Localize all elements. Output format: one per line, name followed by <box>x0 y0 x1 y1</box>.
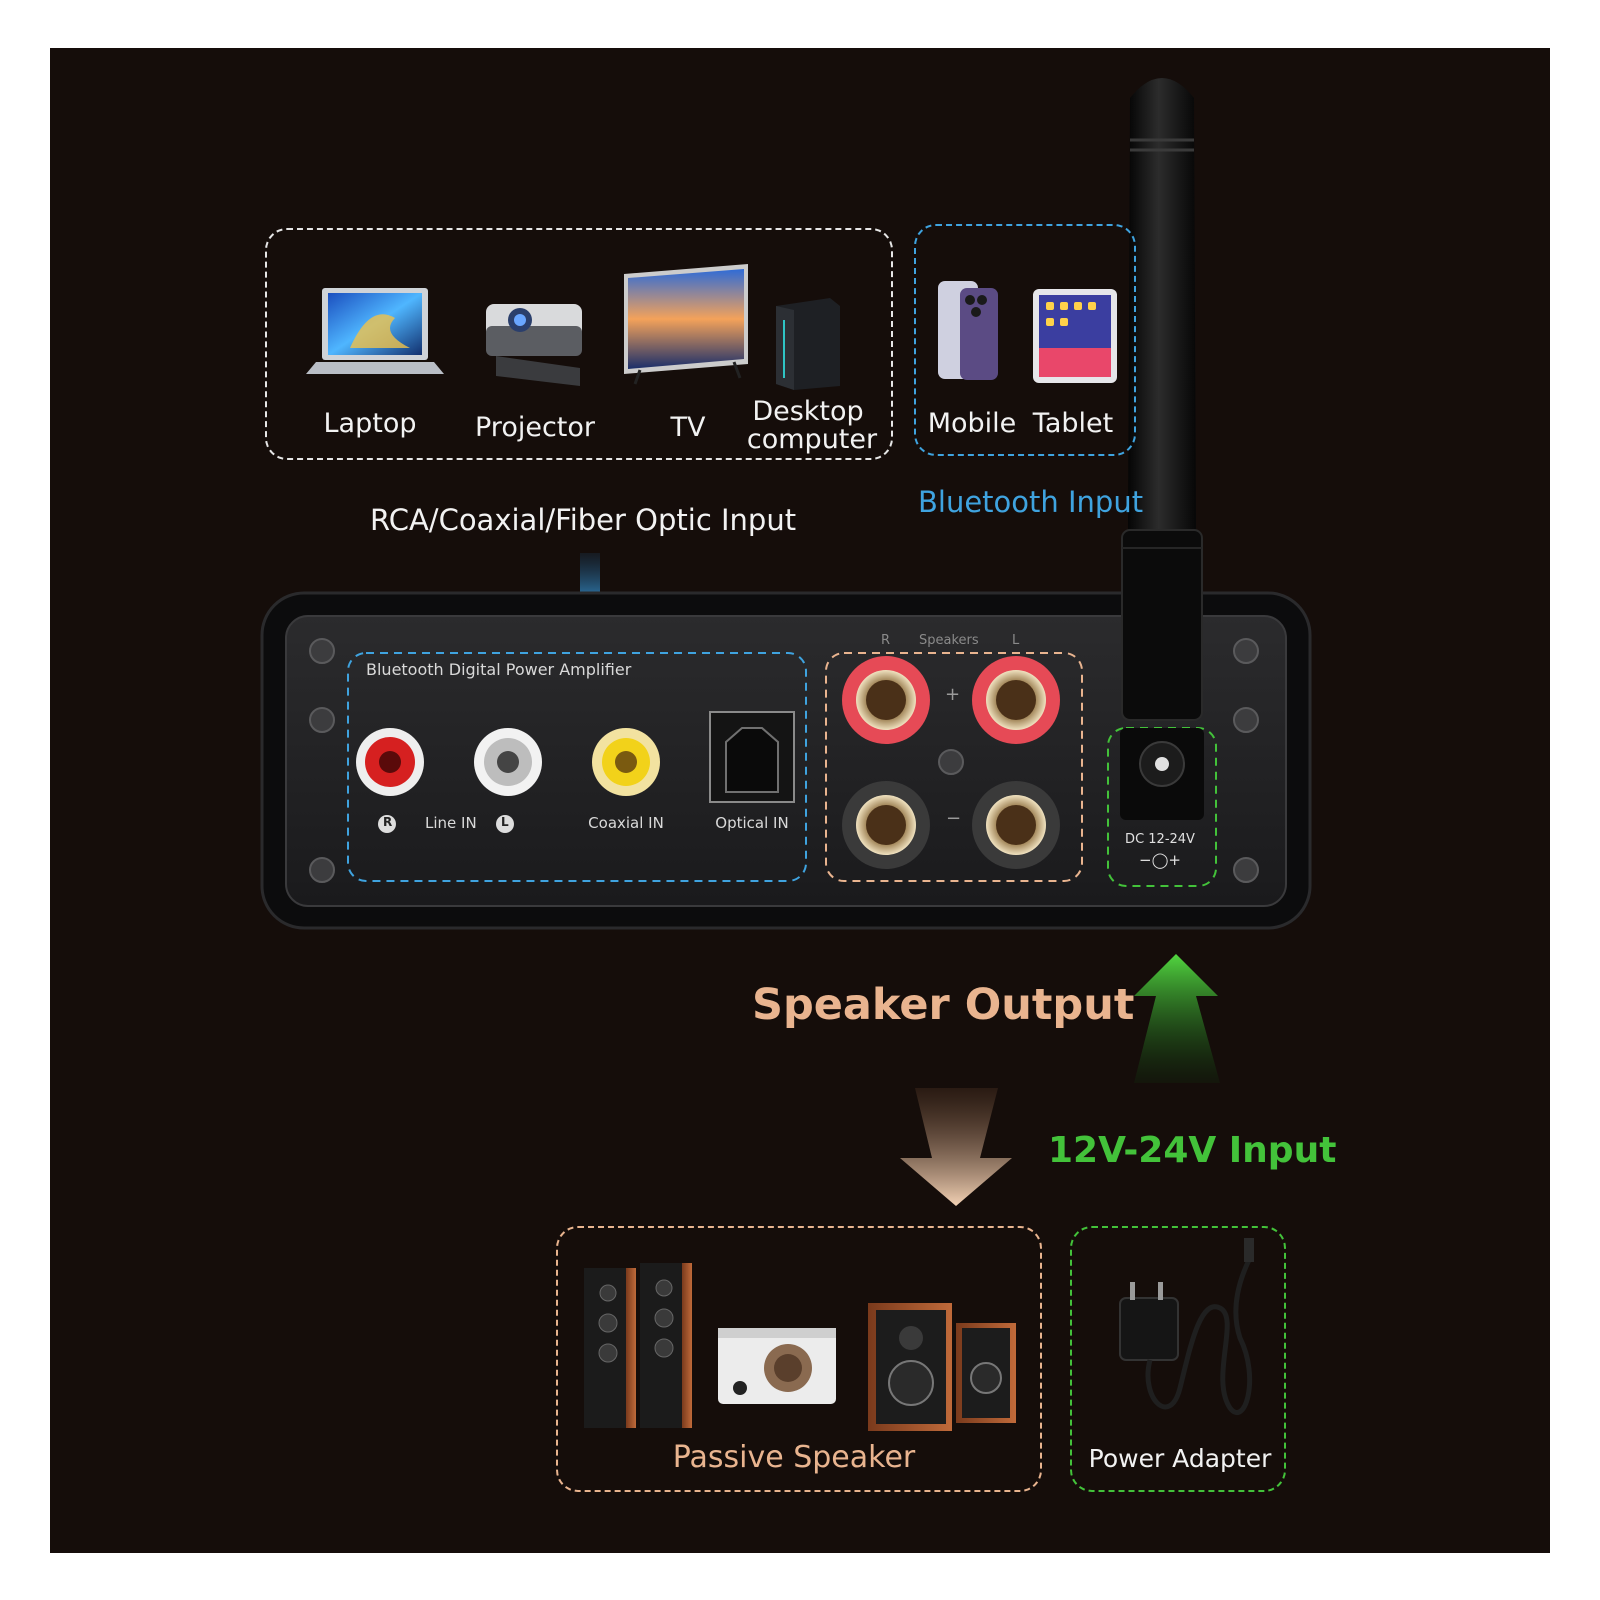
tv-icon <box>624 264 748 385</box>
bluetooth-input-caption: Bluetooth Input <box>918 485 1144 519</box>
desktop-computer-icon <box>776 298 840 390</box>
power-input-title: 12V-24V Input <box>1048 1130 1337 1171</box>
rca-r-badge: R <box>383 815 393 829</box>
panel-screws <box>309 638 1259 883</box>
amplifier-name: Bluetooth Digital Power Amplifier <box>366 660 632 679</box>
power-adapter-box <box>1070 1226 1286 1492</box>
desktop-computer-label-line2: computer <box>746 424 878 455</box>
bluetooth-antenna <box>1121 78 1203 721</box>
bluetooth-sources-box <box>914 224 1136 456</box>
optical-in-label: Optical IN <box>715 814 789 832</box>
speaker-terminal-l-minus[interactable] <box>972 781 1060 869</box>
speaker-l-label: L <box>1012 633 1020 648</box>
speaker-terminal-r-minus[interactable] <box>842 781 930 869</box>
minus-sign: − <box>946 808 962 829</box>
coaxial-jack[interactable] <box>592 728 660 796</box>
bookshelf-speaker-icon <box>868 1303 1016 1431</box>
speaker-terminal-r-plus[interactable] <box>842 656 930 744</box>
amplifier-back-panel <box>260 591 1312 930</box>
desktop-computer-label-line1: Desktop <box>752 396 864 427</box>
line-in-label: Line IN <box>425 814 477 832</box>
wired-input-caption: RCA/Coaxial/Fiber Optic Input <box>370 503 797 537</box>
dc-polarity-symbol: −◯+ <box>1139 851 1181 869</box>
tv-label: TV <box>670 412 706 443</box>
power-adapter-icon <box>1119 1238 1254 1416</box>
speaker-r-label: R <box>881 633 891 648</box>
plus-sign: + <box>945 684 961 705</box>
rca-jack-left[interactable] <box>474 728 542 796</box>
diagram-graphics <box>260 78 1312 1431</box>
mobile-phone-icon <box>938 281 998 380</box>
coaxial-in-label: Coaxial IN <box>588 814 664 832</box>
tablet-icon <box>1033 289 1117 383</box>
rca-l-badge-circle <box>496 815 514 833</box>
floor-speaker-icon <box>584 1263 692 1428</box>
rca-r-badge-circle <box>378 815 396 833</box>
dc-power-jack[interactable] <box>1120 728 1204 820</box>
passive-speaker-caption: Passive Speaker <box>672 1440 916 1475</box>
laptop-icon <box>306 288 444 374</box>
power-adapter-caption: Power Adapter <box>1088 1444 1272 1473</box>
wired-sources-box <box>265 228 893 460</box>
dc-voltage-label: DC 12-24V <box>1125 832 1195 847</box>
speaker-terminal-l-plus[interactable] <box>972 656 1060 744</box>
laptop-label: Laptop <box>323 408 417 439</box>
rca-l-badge: L <box>501 815 509 829</box>
speakers-header: Speakers <box>919 633 979 648</box>
speaker-output-arrow <box>900 1088 1012 1206</box>
optical-port[interactable] <box>709 711 795 803</box>
projector-label: Projector <box>475 412 595 443</box>
speaker-output-title: Speaker Output <box>752 980 1135 1030</box>
tablet-label: Tablet <box>1032 408 1114 439</box>
projector-icon <box>486 304 582 386</box>
mobile-label: Mobile <box>927 408 1017 439</box>
white-speaker-icon <box>718 1328 836 1404</box>
diagram-canvas: Laptop Projector TV Desktop computer Mob… <box>50 48 1550 1553</box>
rca-jack-right[interactable] <box>356 728 424 796</box>
passive-speaker-box <box>556 1226 1042 1492</box>
power-input-arrow <box>1134 954 1220 1083</box>
